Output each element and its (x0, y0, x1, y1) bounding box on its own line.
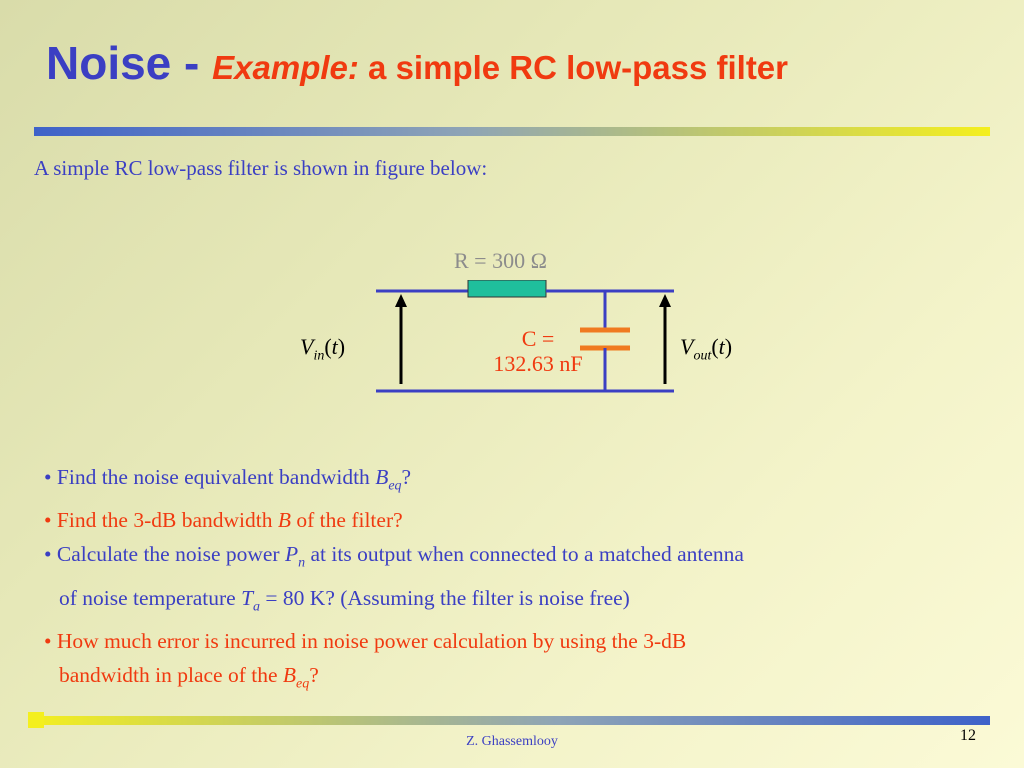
list-item: • Find the 3-dB bandwidth B of the filte… (44, 508, 403, 533)
list-item-continuation: of noise temperature Ta = 80 K? (Assumin… (59, 585, 630, 614)
capacitor-label-line2: 132.63 nF (493, 351, 583, 376)
footer-square-marker (28, 712, 44, 728)
vin-label: Vin(t) (300, 334, 346, 364)
list-item: • Calculate the noise power Pn at its ou… (44, 542, 744, 571)
title-main: Noise - (46, 37, 213, 89)
capacitor-label-line1: C = (521, 326, 555, 351)
title-divider-bar (34, 127, 990, 136)
rc-circuit-svg (376, 280, 674, 393)
question-list: • Find the noise equivalent bandwidth Be… (44, 460, 744, 701)
capacitor-label: C = 132.63 nF (480, 326, 596, 376)
list-item-continuation: bandwidth in place of the Beq? (59, 662, 319, 692)
intro-text: A simple RC low-pass filter is shown in … (34, 156, 488, 180)
vout-label: Vout(t) (680, 334, 733, 364)
page-number: 12 (960, 727, 976, 744)
vout-arrow-head (659, 294, 671, 307)
list-item: • How much error is incurred in noise po… (44, 628, 687, 653)
resistor-symbol (467, 280, 547, 298)
list-item: • Find the noise equivalent bandwidth Be… (44, 465, 412, 494)
vin-arrow-head (395, 294, 407, 307)
title-example: Example: (212, 49, 359, 86)
slide-title: Noise - Example: a simple RC low-pass fi… (46, 40, 788, 86)
footer-divider-bar (28, 716, 990, 725)
footer-author: Z. Ghassemlooy (466, 734, 558, 749)
resistor-label: R = 300 Ω (454, 248, 547, 273)
title-subtitle: a simple RC low-pass filter (358, 49, 789, 86)
